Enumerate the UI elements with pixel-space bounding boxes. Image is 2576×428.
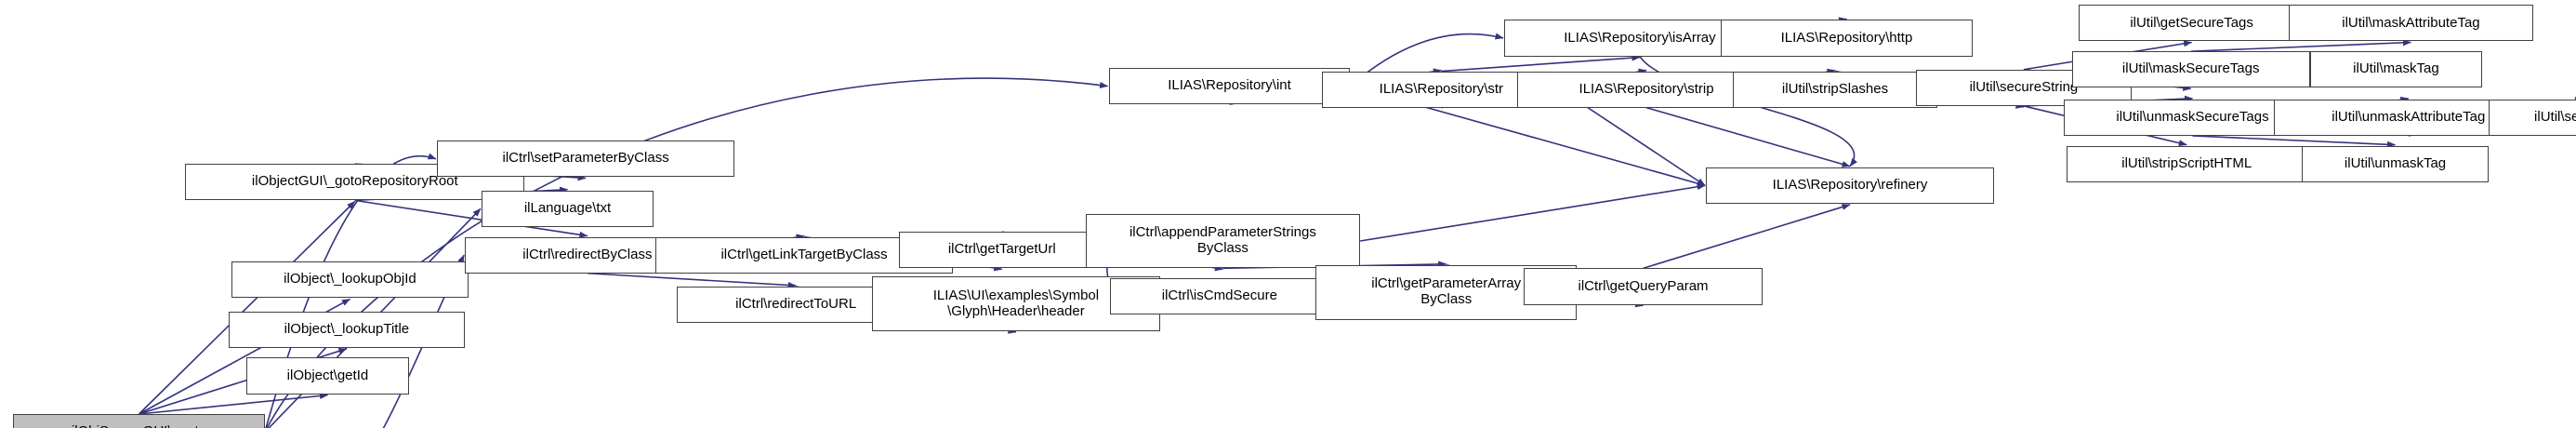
graph-node-repoRefinery[interactable]: ILIAS\Repository\refinery	[1706, 167, 1994, 204]
graph-node-maskAttrTag[interactable]: ilUtil\maskAttributeTag	[2288, 5, 2534, 42]
graph-node-label: ilCtrl\appendParameterStrings ByClass	[1129, 224, 1316, 256]
graph-node-label: ilCtrl\getQueryParam	[1578, 277, 1709, 294]
graph-node-langTxt[interactable]: ilLanguage\txt	[481, 190, 654, 227]
graph-node-getSecureTags[interactable]: ilUtil\getSecureTags	[2078, 5, 2305, 42]
graph-node-label: ILIAS\Repository\isArray	[1564, 29, 1716, 46]
graph-node-label: ilUtil\maskAttributeTag	[2342, 14, 2480, 31]
graph-node-label: ilUtil\secureString	[1969, 78, 2079, 95]
graph-node-label: ilCtrl\redirectToURL	[735, 296, 857, 313]
graph-node-secureLink[interactable]: ilUtil\secureLink	[2489, 99, 2576, 136]
graph-node-label: ilCtrl\isCmdSecure	[1161, 288, 1277, 304]
graph-edge-unmaskSecTags-to-unmaskTag	[2192, 135, 2397, 148]
graph-node-label: ilObjSurveyGUI\_goto	[66, 423, 212, 428]
graph-node-label: ilCtrl\getTargetUrl	[947, 241, 1056, 258]
graph-node-label: ilUtil\unmaskTag	[2344, 154, 2447, 171]
graph-node-label: ilCtrl\redirectByClass	[522, 246, 653, 262]
graph-node-stripSlashes[interactable]: ilUtil\stripSlashes	[1732, 71, 1938, 108]
graph-node-label: ilUtil\maskSecureTags	[2121, 60, 2260, 77]
graph-node-label: ILIAS\UI\examples\Symbol \Glyph\Header\h…	[932, 287, 1100, 319]
graph-node-maskTag[interactable]: ilUtil\maskTag	[2309, 51, 2482, 88]
graph-node-maskSecureTags[interactable]: ilUtil\maskSecureTags	[2071, 51, 2310, 88]
graph-node-label: ilUtil\stripScriptHTML	[2121, 154, 2252, 171]
graph-node-label: ILIAS\Repository\http	[1780, 29, 1913, 46]
graph-node-label: ilLanguage\txt	[523, 199, 612, 216]
graph-node-appendParamStr[interactable]: ilCtrl\appendParameterStrings ByClass	[1085, 213, 1361, 269]
graph-node-label: ILIAS\Repository\int	[1168, 77, 1291, 94]
graph-node-label: ILIAS\Repository\refinery	[1772, 176, 1928, 193]
graph-node-label: ilObject\_lookupObjId	[284, 271, 416, 288]
graph-edge-appendParamStr-to-repoRefinery	[1360, 183, 1706, 242]
graph-node-label: ILIAS\Repository\str	[1379, 80, 1504, 97]
graph-edge-maskSecureTags-to-maskAttrTag	[2190, 39, 2411, 52]
graph-edge-getQueryParam-to-repoRefinery	[1643, 204, 1851, 270]
graph-edge-repoStr-to-repoIsArray	[1441, 54, 1641, 73]
graph-node-label: ilObject\getId	[286, 367, 369, 383]
graph-node-label: ilUtil\secureLink	[2534, 108, 2576, 125]
graph-node-getQueryParam[interactable]: ilCtrl\getQueryParam	[1524, 268, 1763, 305]
graph-edge-root-to-getId	[139, 393, 328, 415]
graph-node-lookupObjId[interactable]: ilObject\_lookupObjId	[231, 261, 469, 299]
graph-node-repoHttp[interactable]: ILIAS\Repository\http	[1721, 20, 1973, 57]
graph-edge-redirectByClass-to-redirectToURL	[587, 272, 797, 288]
graph-node-unmaskTag[interactable]: ilUtil\unmaskTag	[2301, 145, 2490, 182]
graph-node-setParamByClass[interactable]: ilCtrl\setParameterByClass	[436, 140, 735, 178]
graph-node-isCmdSecure[interactable]: ilCtrl\isCmdSecure	[1110, 278, 1329, 315]
graph-node-repoInt[interactable]: ILIAS\Repository\int	[1108, 67, 1351, 105]
graph-node-label: ilObject\_lookupTitle	[284, 320, 410, 337]
graph-node-label: ILIAS\Repository\strip	[1579, 80, 1714, 97]
graph-node-label: ilObjectGUI\_gotoRepositoryRoot	[251, 173, 458, 190]
graph-node-lookupTitle[interactable]: ilObject\_lookupTitle	[228, 311, 466, 348]
graph-node-label: ilUtil\unmaskSecureTags	[2116, 108, 2269, 125]
graph-node-stripScriptHTML[interactable]: ilUtil\stripScriptHTML	[2067, 145, 2307, 182]
graph-node-label: ilCtrl\getParameterArray ByClass	[1371, 275, 1522, 308]
graph-node-label: ilCtrl\setParameterByClass	[502, 150, 669, 167]
graph-node-label: ilCtrl\getLinkTargetByClass	[720, 246, 888, 262]
graph-node-label: ilUtil\stripSlashes	[1781, 80, 1889, 97]
graph-node-label: ilUtil\getSecureTags	[2130, 14, 2253, 31]
graph-node-label: ilUtil\unmaskAttributeTag	[2332, 108, 2486, 125]
graph-node-getId[interactable]: ilObject\getId	[246, 357, 409, 395]
graph-node-getTargetUrl[interactable]: ilCtrl\getTargetUrl	[898, 232, 1106, 269]
graph-node-root[interactable]: ilObjSurveyGUI\_goto	[13, 414, 265, 428]
graph-node-label: ilUtil\maskTag	[2353, 60, 2439, 77]
graph-edge-repoStrip-to-repoRefinery	[1645, 106, 1851, 167]
